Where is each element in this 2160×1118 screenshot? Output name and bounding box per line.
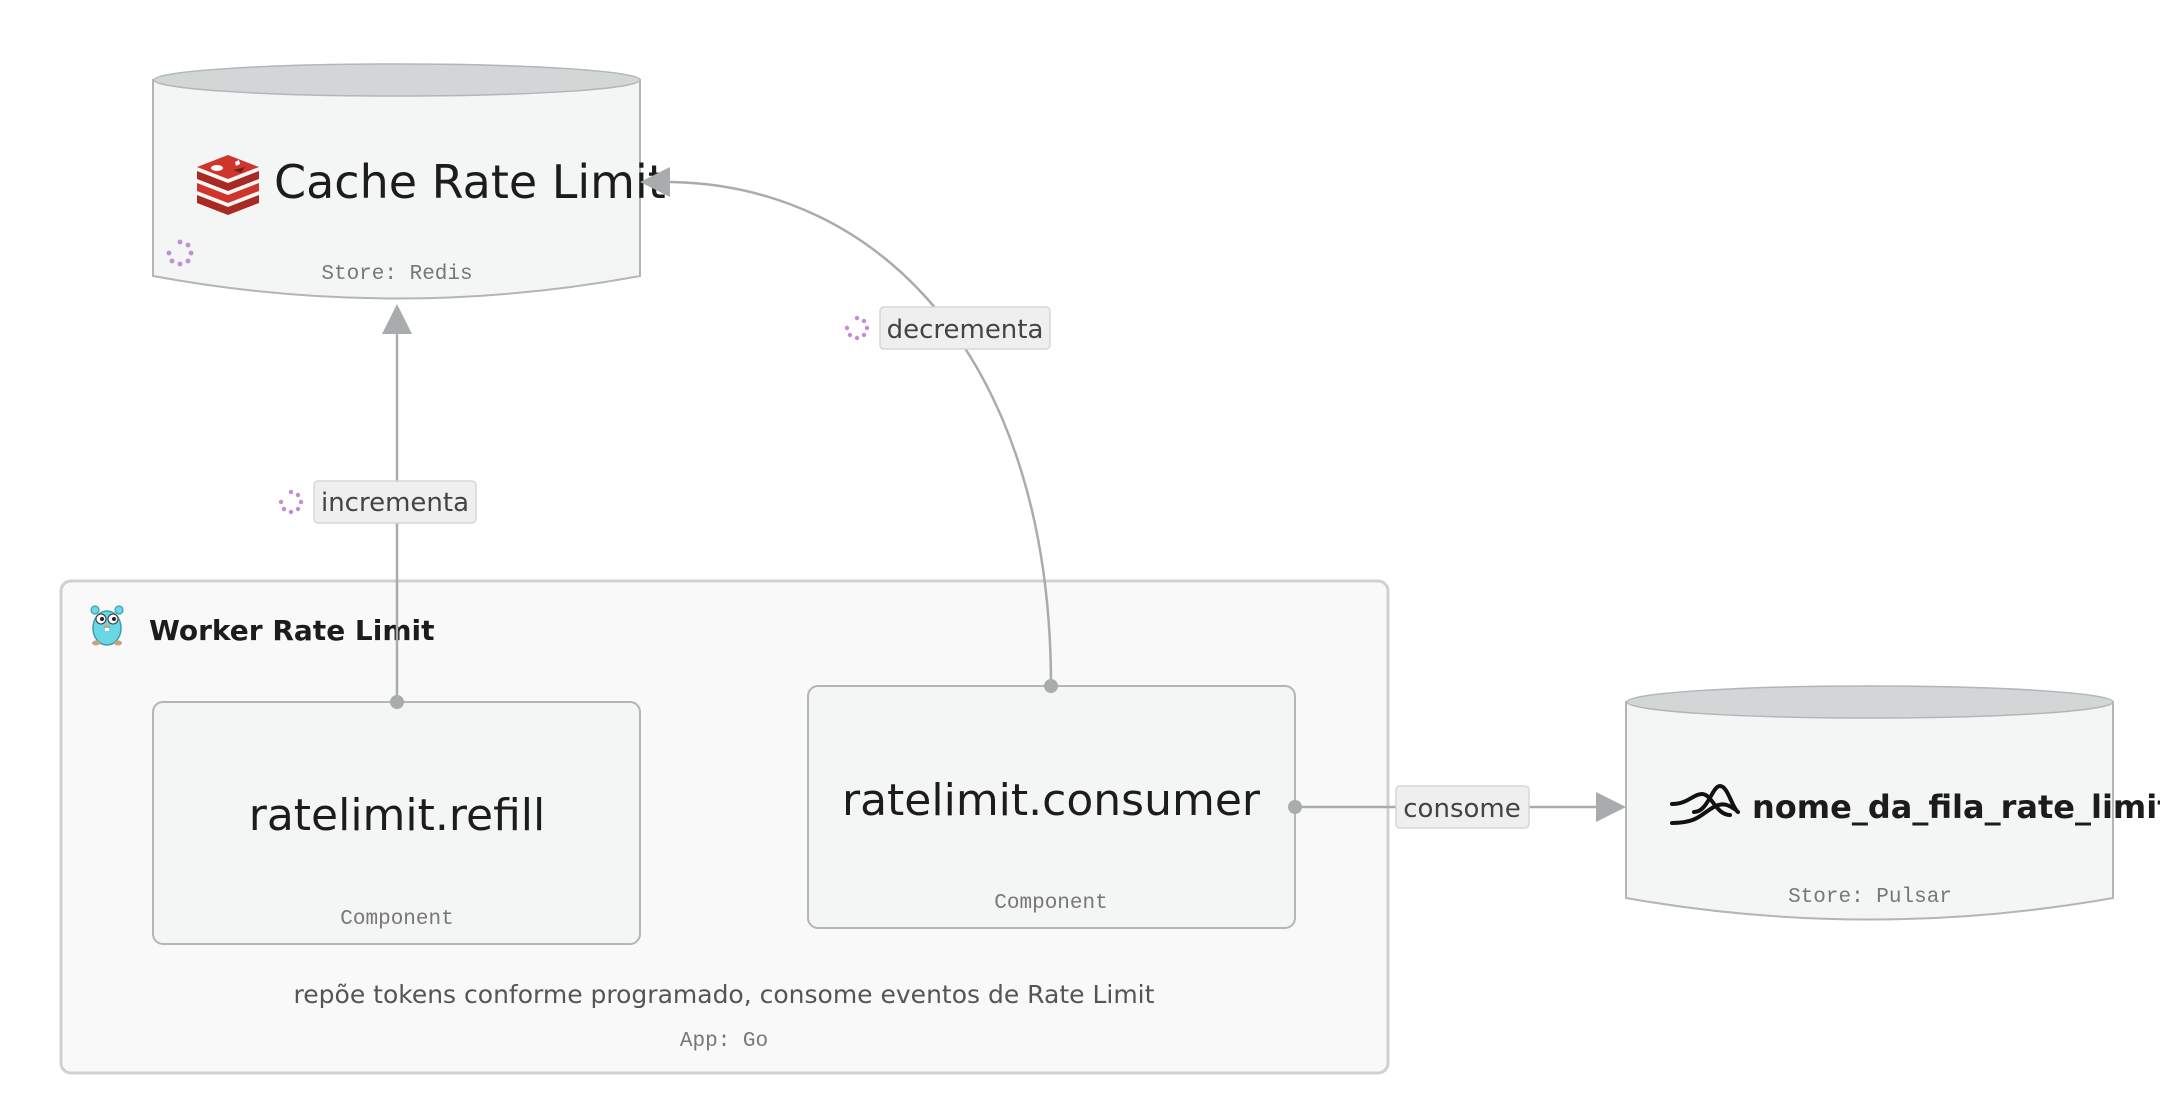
- cache-store[interactable]: Cache Rate Limit Store: Redis: [152, 63, 666, 300]
- worker-description: repõe tokens conforme programado, consom…: [294, 980, 1155, 1009]
- decrement-label: decrementa: [887, 315, 1044, 345]
- worker-title: Worker Rate Limit: [149, 614, 435, 647]
- edge-increment[interactable]: incrementa: [278, 304, 477, 709]
- consumer-component[interactable]: ratelimit.consumer Component: [807, 685, 1296, 929]
- edge-consume[interactable]: consome: [1288, 785, 1626, 829]
- cache-spinner-icon: [166, 239, 194, 267]
- consumer-tech: Component: [994, 892, 1107, 915]
- consume-label: consome: [1403, 794, 1520, 824]
- consume-label-box: [1395, 785, 1530, 829]
- increment-spinner-icon: [278, 489, 304, 515]
- worker-tech: App: Go: [680, 1030, 768, 1053]
- edge-decrement[interactable]: decrementa: [640, 167, 1058, 693]
- consumer-title: ratelimit.consumer: [842, 775, 1261, 826]
- cache-tech: Store: Redis: [321, 263, 472, 286]
- decrement-label-box: [879, 306, 1051, 350]
- increment-label-box: [313, 480, 477, 524]
- pulsar-icon: [1670, 783, 1740, 825]
- queue-store[interactable]: nome_da_fila_rate_limit Store: Pulsar: [1625, 685, 2160, 921]
- go-gopher-icon: [90, 605, 124, 646]
- refill-title: ratelimit.refill: [249, 790, 546, 841]
- refill-tech: Component: [340, 908, 453, 931]
- redis-icon: [197, 155, 259, 215]
- refill-component[interactable]: ratelimit.refill Component: [152, 701, 641, 945]
- queue-title: nome_da_fila_rate_limit: [1752, 788, 2160, 826]
- decrement-spinner-icon: [844, 315, 870, 341]
- increment-label: incrementa: [321, 488, 469, 518]
- queue-tech: Store: Pulsar: [1788, 886, 1952, 909]
- cache-title: Cache Rate Limit: [274, 155, 666, 209]
